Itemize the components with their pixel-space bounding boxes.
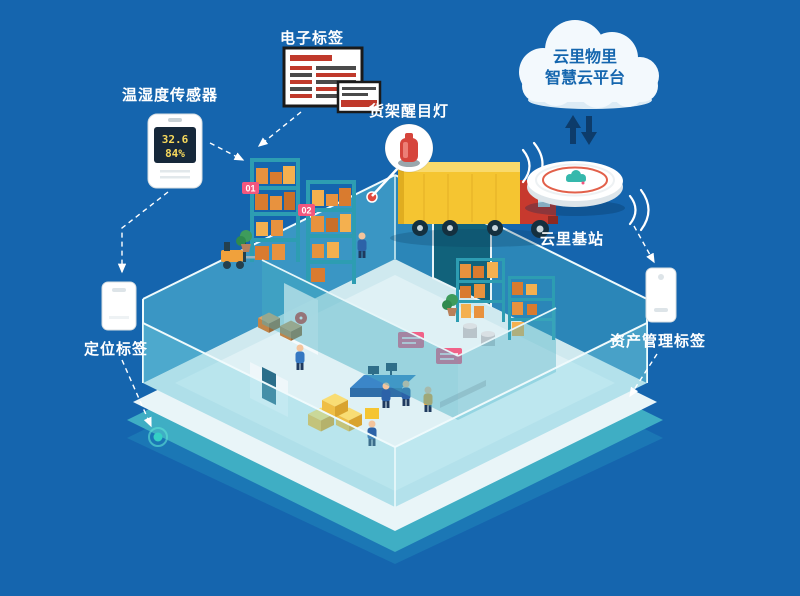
yellow-box-stack <box>308 393 362 432</box>
base-station-device <box>525 161 625 216</box>
label-temp-humidity-sensor: 温湿度传感器 <box>121 87 219 104</box>
sync-arrows-icon <box>565 115 597 145</box>
conveyor <box>440 380 486 408</box>
rack-badge-02: 02 <box>298 204 315 216</box>
label-asset-tag: 资产管理标签 <box>609 333 707 350</box>
dashed-connector-lines <box>117 111 658 428</box>
svg-text:32.6: 32.6 <box>162 133 189 146</box>
svg-text:84%: 84% <box>165 147 185 160</box>
label-electronic-tag: 电子标签 <box>279 30 345 47</box>
cloud-icon <box>519 20 659 109</box>
workstation-desk <box>350 363 416 397</box>
interior-props <box>221 230 486 446</box>
label-positioning-tag: 定位标签 <box>83 341 149 358</box>
carton-stack <box>258 312 302 341</box>
cloud-platform-line1: 云里物里 <box>552 49 618 66</box>
wifi-signal-icon <box>628 188 650 232</box>
cloud-platform-title: 云里物里 智慧云平台 <box>545 47 625 89</box>
cloud-platform-line2: 智慧云平台 <box>544 70 626 87</box>
location-dot-icon <box>148 427 168 447</box>
interior-walls <box>261 259 557 420</box>
temp-humidity-sensor-device: 32.6 84% <box>147 113 203 189</box>
electronic-shelf-label-small <box>336 80 382 114</box>
front-walls <box>142 322 648 507</box>
worker-figure <box>423 386 433 412</box>
beacon-light-icon <box>371 123 434 197</box>
plant <box>236 230 252 252</box>
worker-figure <box>381 382 391 408</box>
rack-badge-01: 01 <box>242 182 259 194</box>
shelf-rack-right <box>456 258 555 346</box>
base-station-logo <box>566 170 586 185</box>
worker-figure <box>357 232 367 258</box>
label-shelf-light: 货架醒目灯 <box>368 103 450 120</box>
electronic-shelf-label-device <box>282 46 382 114</box>
shelf-rack-1: 01 <box>242 158 300 262</box>
worker-figure <box>401 380 411 406</box>
asset-tag-device <box>645 267 677 323</box>
positioning-tag-device <box>101 281 137 331</box>
label-base-station: 云里基站 <box>539 231 605 248</box>
plant <box>442 294 458 316</box>
svg-text:01: 01 <box>245 184 255 194</box>
svg-text:02: 02 <box>301 206 311 216</box>
worker-figure <box>295 344 305 370</box>
shelf-rack-2: 02 <box>298 180 356 284</box>
